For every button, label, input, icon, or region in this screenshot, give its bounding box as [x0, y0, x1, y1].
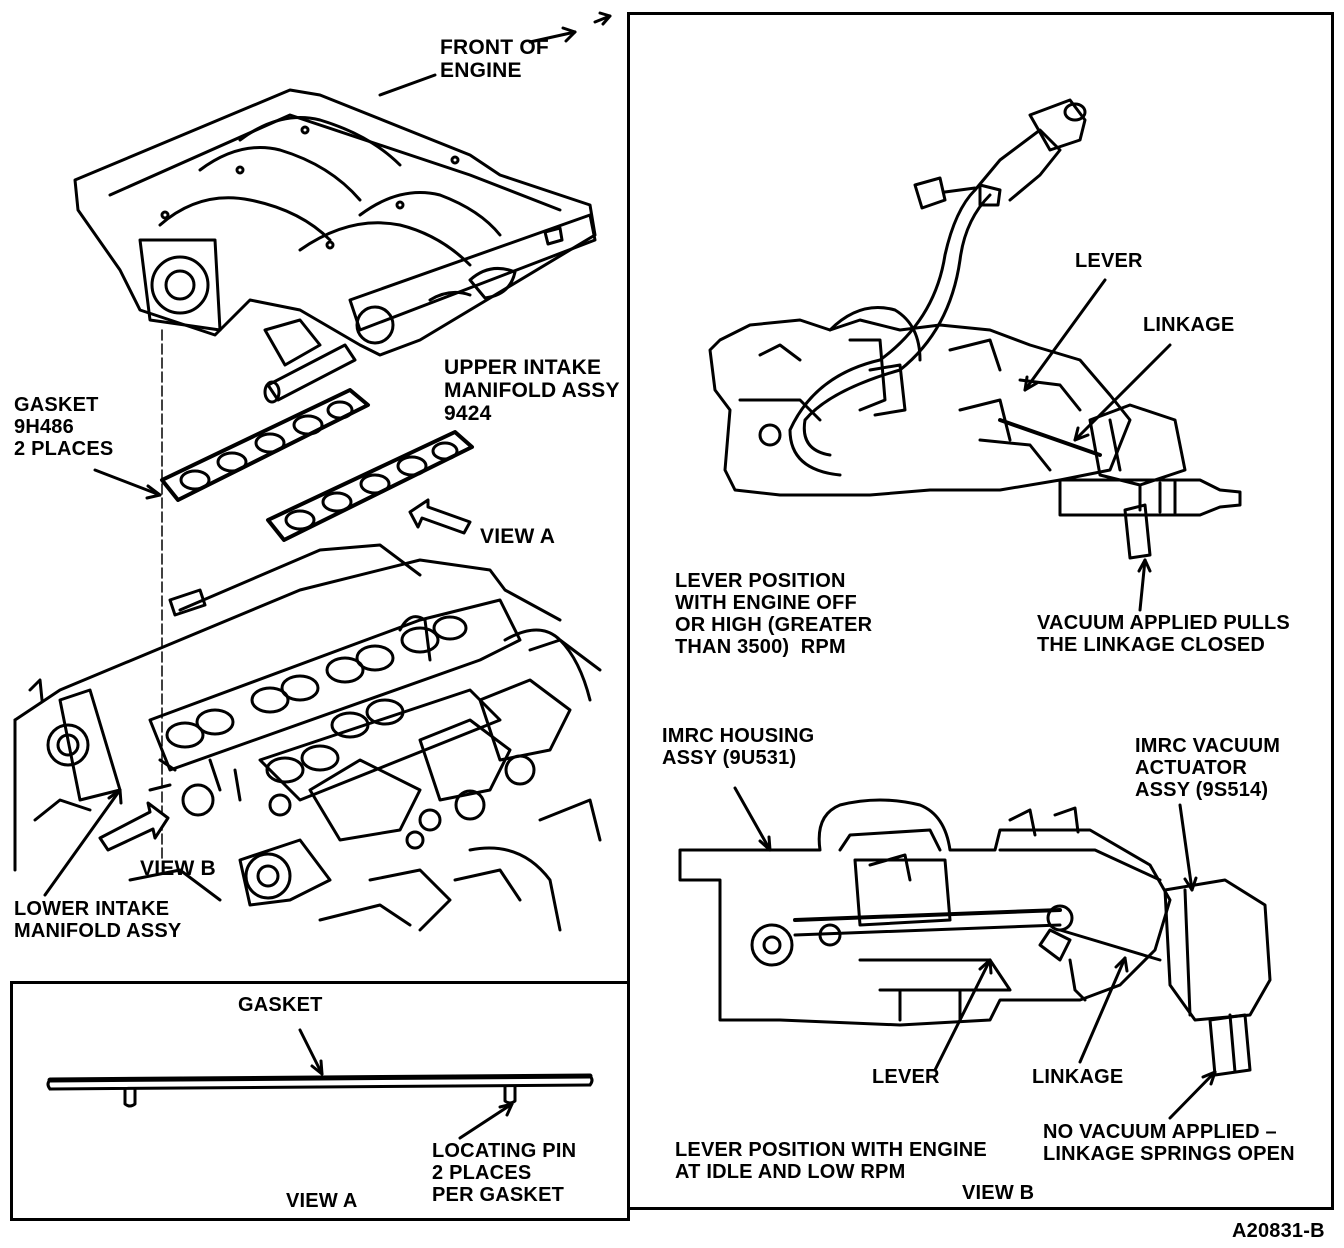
lever-bottom-label: LEVER	[872, 1066, 940, 1088]
front-of-engine-label: FRONT OF ENGINE	[440, 36, 549, 82]
imrc-actuator-label: IMRC VACUUM ACTUATOR ASSY (9S514)	[1135, 735, 1281, 801]
gasket-9h486-label: GASKET 9H486 2 PLACES	[14, 394, 114, 460]
gasket-strips	[162, 390, 472, 540]
view-b-arrow-label: VIEW B	[140, 857, 216, 880]
view-a-gasket-label: GASKET	[238, 994, 323, 1016]
vacuum-applied-label: VACUUM APPLIED PULLS THE LINKAGE CLOSED	[1037, 612, 1290, 656]
view-a-caption: VIEW A	[286, 1190, 358, 1212]
view-b-caption: VIEW B	[962, 1182, 1035, 1204]
lever-top-label: LEVER	[1075, 250, 1143, 272]
upper-intake-manifold-label: UPPER INTAKE MANIFOLD ASSY 9424	[444, 356, 620, 425]
imrc-housing-bottom	[680, 800, 1270, 1075]
lever-position-off-label: LEVER POSITION WITH ENGINE OFF OR HIGH (…	[675, 570, 873, 658]
view-a-arrow-label: VIEW A	[480, 525, 556, 548]
view-a-panel-frame	[10, 981, 630, 1221]
locating-pin-label: LOCATING PIN 2 PLACES PER GASKET	[432, 1140, 577, 1206]
imrc-housing-label: IMRC HOUSING ASSY (9U531)	[662, 725, 815, 769]
lower-intake-engine	[15, 545, 600, 930]
figure-code-label: A20831-B	[1232, 1220, 1325, 1242]
imrc-housing-top	[710, 100, 1240, 558]
no-vacuum-label: NO VACUUM APPLIED – LINKAGE SPRINGS OPEN	[1043, 1121, 1295, 1165]
view-a-gasket-profile	[48, 1076, 592, 1106]
lever-position-idle-label: LEVER POSITION WITH ENGINE AT IDLE AND L…	[675, 1139, 987, 1183]
linkage-bottom-label: LINKAGE	[1032, 1066, 1124, 1088]
upper-intake-manifold	[75, 90, 595, 402]
linkage-top-label: LINKAGE	[1143, 314, 1235, 336]
lower-intake-manifold-label: LOWER INTAKE MANIFOLD ASSY	[14, 898, 182, 942]
view-b-panel-frame	[627, 12, 1334, 1210]
